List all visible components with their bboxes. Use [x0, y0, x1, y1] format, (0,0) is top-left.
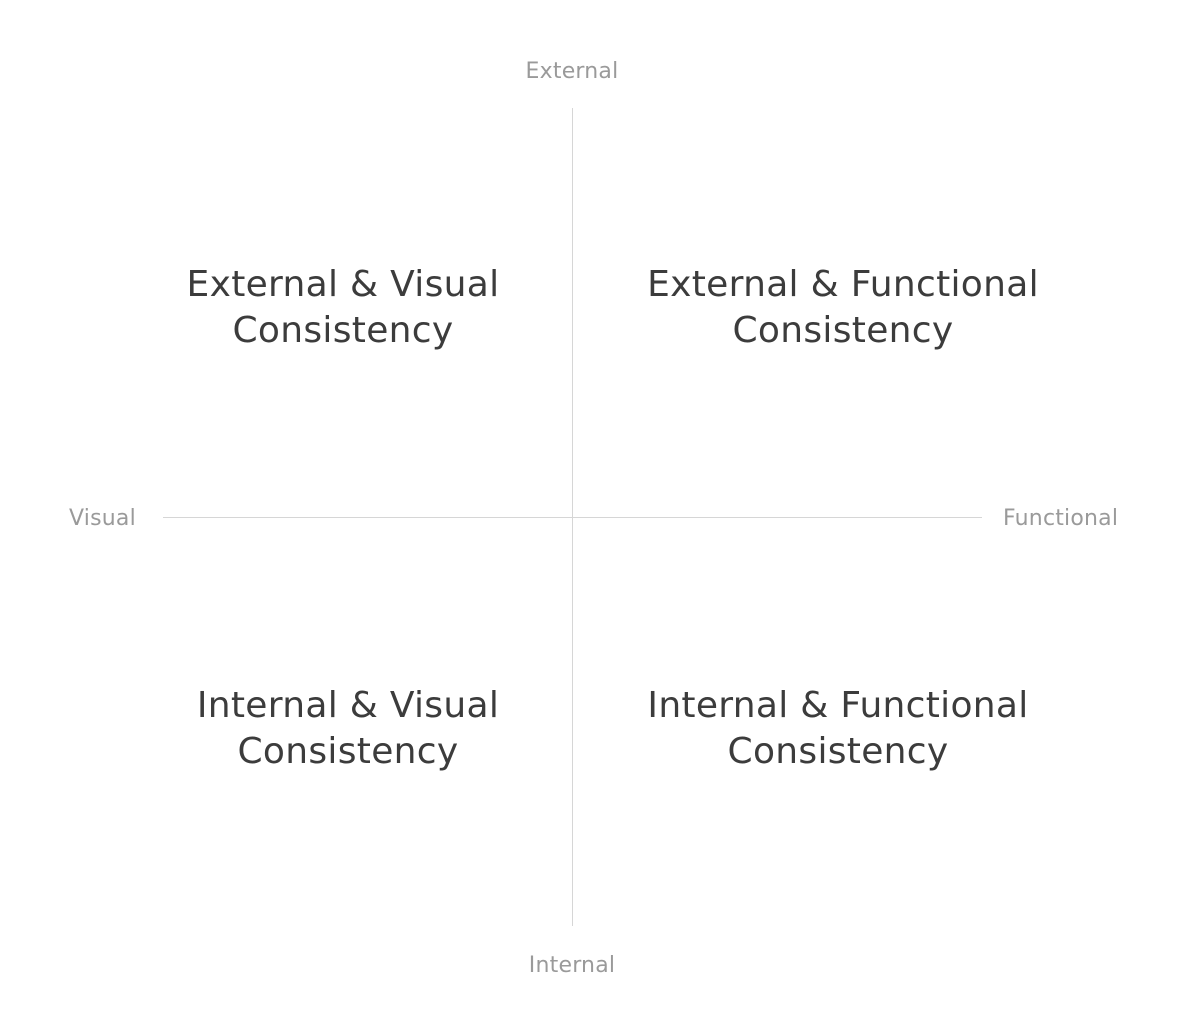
quadrant-title: Internal & Visual: [196, 685, 500, 726]
axis-label-internal: Internal: [528, 953, 616, 978]
quadrant-internal-visual: Internal & Visual Consistency: [197, 683, 499, 775]
quadrant-external-functional: External & Functional Consistency: [647, 262, 1039, 354]
horizontal-axis-line: [163, 517, 982, 518]
quadrant-external-visual: External & Visual Consistency: [187, 262, 500, 354]
axis-label-visual: Visual: [69, 506, 136, 531]
quadrant-subtitle: Consistency: [727, 731, 949, 772]
quadrant-subtitle: Consistency: [732, 310, 954, 351]
quadrant-subtitle: Consistency: [237, 731, 459, 772]
axis-label-external: External: [525, 59, 619, 84]
quadrant-title: Internal & Functional: [647, 685, 1029, 726]
quadrant-title: External & Visual: [186, 264, 500, 305]
axis-label-functional: Functional: [1003, 506, 1119, 531]
quadrant-subtitle: Consistency: [232, 310, 454, 351]
quadrant-internal-functional: Internal & Functional Consistency: [647, 683, 1028, 775]
quadrant-title: External & Functional: [647, 264, 1039, 305]
